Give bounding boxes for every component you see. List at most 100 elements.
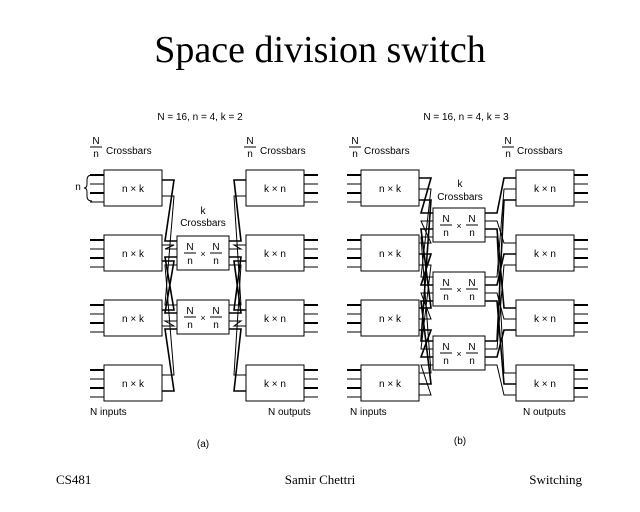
middle-frac-den: n: [443, 356, 449, 367]
slide-title: Space division switch: [154, 29, 486, 71]
middle-frac-num: N: [212, 242, 219, 253]
link-middle-to-last: [229, 256, 246, 311]
diagram-b-caption: (b): [454, 436, 466, 447]
middle-frac-den: n: [469, 228, 475, 239]
middle-frac-den: n: [187, 320, 193, 331]
link-middle-to-last: [229, 179, 246, 242]
last-stage-box-label: k × n: [534, 379, 556, 390]
link-first-to-middle: [419, 300, 433, 385]
diagram-a-params: N = 16, n = 4, k = 2: [157, 112, 243, 123]
link-middle-to-last: [229, 328, 246, 392]
last-stage-crossbar: [245, 234, 305, 272]
link-middle-to-last: [485, 236, 516, 374]
diagram-a-network: n × k k × n n × k k × n n × k k × n n × k k × n…: [90, 169, 318, 402]
middle-frac-den: n: [469, 292, 475, 303]
link-first-to-middle: [162, 264, 177, 376]
diagram-a-caption: (a): [197, 439, 209, 450]
diagram-b-params: N = 16, n = 4, k = 3: [423, 112, 509, 123]
first-stage-crossbar: [103, 364, 163, 402]
diagram-a-first-stage-label: Crossbars: [106, 146, 152, 157]
middle-frac-num: N: [186, 242, 193, 253]
diagram-a-last-frac-num: N: [246, 136, 253, 147]
last-stage-crossbar: [245, 299, 305, 337]
diagram-a-input-group-label: n: [75, 182, 81, 193]
first-stage-box-label: n × k: [122, 379, 145, 390]
last-stage-box-label: k × n: [264, 249, 286, 260]
middle-times: ×: [200, 313, 205, 323]
link-first-to-middle: [419, 177, 433, 214]
last-stage-box-label: k × n: [264, 184, 286, 195]
last-stage-crossbar: [245, 364, 305, 402]
middle-frac-num: N: [468, 214, 475, 225]
diagram-a-last-stage-label: Crossbars: [260, 146, 306, 157]
last-stage-crossbar: [515, 169, 575, 207]
diagram-b-middle-label: Crossbars: [437, 192, 483, 203]
link-middle-to-last: [485, 177, 516, 214]
diagram-a-outputs-label: N outputs: [268, 407, 311, 418]
link-first-to-middle: [162, 328, 177, 392]
first-stage-box-label: n × k: [379, 379, 402, 390]
diagram-b-last-frac-num: N: [504, 136, 511, 147]
first-stage-crossbar: [360, 364, 420, 402]
link-first-to-middle: [419, 220, 433, 244]
first-stage-box-label: n × k: [122, 184, 145, 195]
last-stage-box-label: k × n: [534, 314, 556, 325]
diagram-a-last-frac-den: n: [247, 149, 253, 160]
diagram-a-first-frac-num: N: [92, 136, 99, 147]
middle-frac-num: N: [212, 306, 219, 317]
middle-frac-num: N: [442, 214, 449, 225]
diagram-a-first-frac-den: n: [93, 149, 99, 160]
first-stage-box-label: n × k: [122, 249, 145, 260]
diagram-a-middle-label: Crossbars: [180, 218, 226, 229]
footer-topic: Switching: [529, 472, 582, 487]
link-first-to-middle: [419, 228, 433, 309]
link-first-to-middle: [162, 256, 177, 311]
link-middle-to-last: [485, 220, 516, 244]
middle-frac-den: n: [187, 256, 193, 267]
diagram-b-last-frac-den: n: [505, 149, 511, 160]
last-stage-crossbar: [515, 364, 575, 402]
middle-frac-den: n: [443, 228, 449, 239]
diagram-b-first-stage-label: Crossbars: [364, 146, 410, 157]
link-middle-to-last: [485, 228, 516, 309]
diagram-b-first-frac-num: N: [351, 136, 358, 147]
last-stage-box-label: k × n: [534, 249, 556, 260]
diagram-a-inputs-label: N inputs: [90, 407, 127, 418]
brace-icon: [83, 174, 93, 202]
middle-frac-num: N: [186, 306, 193, 317]
diagram-b-inputs-label: N inputs: [350, 407, 387, 418]
middle-frac-num: N: [442, 278, 449, 289]
first-stage-crossbar: [360, 234, 420, 272]
diagram-a-middle-k: k: [201, 206, 207, 217]
diagram-b-first-frac-den: n: [352, 149, 358, 160]
middle-stage-crossbar: [432, 207, 486, 243]
middle-frac-num: N: [442, 342, 449, 353]
middle-frac-den: n: [469, 356, 475, 367]
middle-frac-den: n: [443, 292, 449, 303]
link-first-to-middle: [419, 364, 433, 396]
diagram-b-outputs-label: N outputs: [523, 407, 566, 418]
last-stage-box-label: k × n: [264, 379, 286, 390]
link-middle-to-last: [485, 364, 516, 396]
first-stage-crossbar: [103, 234, 163, 272]
last-stage-box-label: k × n: [264, 314, 286, 325]
first-stage-box-label: n × k: [379, 184, 402, 195]
link-first-to-middle: [162, 179, 177, 242]
diagram-b-last-stage-label: Crossbars: [517, 146, 563, 157]
middle-frac-num: N: [468, 342, 475, 353]
last-stage-crossbar: [515, 234, 575, 272]
footer-course: CS481: [56, 472, 92, 487]
first-stage-crossbar: [360, 299, 420, 337]
footer-author: Samir Chettri: [284, 472, 356, 487]
last-stage-crossbar: [515, 299, 575, 337]
link-first-to-middle: [162, 244, 177, 250]
diagram-a: N = 16, n = 4, k = 2 N n Crossbars N n C…: [75, 112, 311, 450]
last-stage-crossbar: [245, 169, 305, 207]
link-middle-to-last: [485, 300, 516, 385]
last-stage-box-label: k × n: [534, 184, 556, 195]
middle-frac-den: n: [213, 320, 219, 331]
diagram-b-middle-k: k: [458, 179, 464, 190]
link-middle-to-last: [229, 264, 246, 376]
first-stage-crossbar: [360, 169, 420, 207]
